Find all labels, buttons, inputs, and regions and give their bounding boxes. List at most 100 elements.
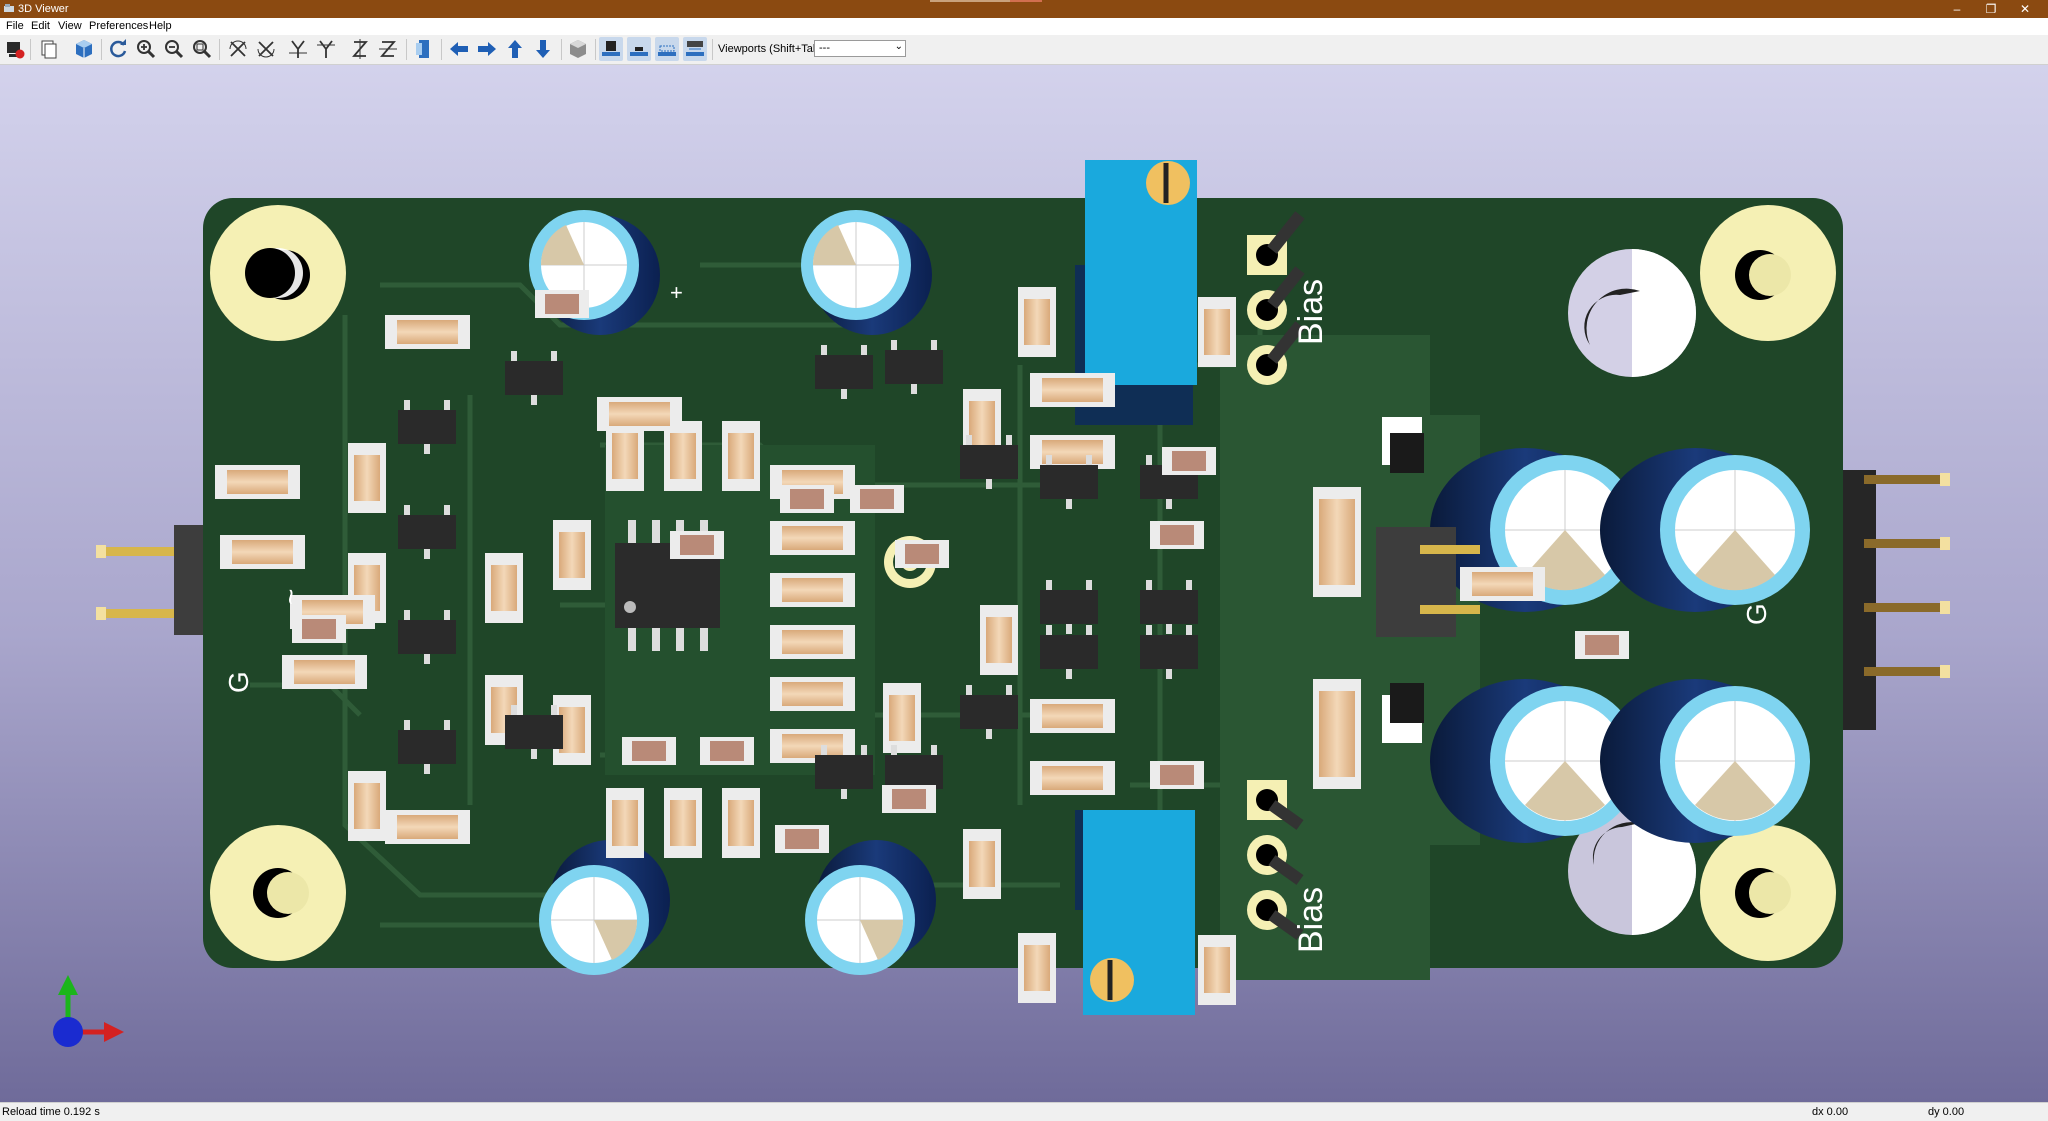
rotate-y-ccw-icon	[317, 40, 335, 58]
pan-up-icon	[508, 40, 522, 58]
sot23-transistor	[885, 745, 943, 799]
smd-resistor	[1030, 699, 1115, 733]
menu-file[interactable]: File	[6, 20, 24, 32]
smd-resistor	[553, 695, 591, 765]
show-tht-icon	[602, 41, 620, 56]
title-accent	[930, 0, 1010, 2]
reload-button[interactable]	[106, 37, 130, 61]
pan-up-button[interactable]	[503, 37, 527, 61]
app-icon	[4, 4, 14, 12]
smd-small-cap	[780, 485, 834, 513]
smd-resistor	[963, 829, 1001, 899]
smd-resistor	[348, 443, 386, 513]
render-raytrace-button[interactable]	[3, 37, 27, 61]
toolbar-separator	[712, 39, 713, 60]
3d-view-button[interactable]	[72, 37, 96, 61]
status-dy: dy 0.00	[1928, 1106, 1965, 1118]
sot23-transistor	[398, 400, 456, 454]
smd-resistor	[664, 788, 702, 858]
menu-edit[interactable]: Edit	[31, 20, 50, 32]
smd-resistor	[1030, 761, 1115, 795]
viewports-label: Viewports (Shift+Tab):	[718, 43, 826, 55]
smd-resistor	[722, 788, 760, 858]
show-smd-toggle[interactable]	[627, 37, 651, 61]
smd-small-cap	[1575, 631, 1629, 659]
maximize-button[interactable]: ❐	[1968, 0, 2014, 18]
sot23-transistor	[815, 345, 873, 399]
pan-right-button[interactable]	[475, 37, 499, 61]
smd-resistor	[553, 520, 591, 590]
smd-small-cap	[1150, 521, 1204, 549]
smd-resistor	[215, 465, 300, 499]
smd-resistor	[606, 421, 644, 491]
rotate-x-cw-button[interactable]	[226, 37, 250, 61]
smd-resistor	[1313, 487, 1361, 597]
3d-viewport[interactable]: Bias Bias G G ~ +	[0, 65, 2048, 1102]
smd-small-cap	[895, 540, 949, 568]
status-bar: Reload time 0.192 s dx 0.00 dy 0.00	[0, 1102, 2048, 1121]
rotate-z-cw-button[interactable]	[348, 37, 372, 61]
pan-down-button[interactable]	[531, 37, 555, 61]
show-not-in-posfile-toggle[interactable]	[683, 37, 707, 61]
close-button[interactable]: ✕	[2002, 0, 2048, 18]
smd-small-cap	[622, 737, 676, 765]
sot23-transistor	[505, 705, 563, 759]
zoom-out-button[interactable]	[162, 37, 186, 61]
zoom-in-button[interactable]	[134, 37, 158, 61]
smd-resistor	[770, 729, 855, 763]
pan-left-button[interactable]	[447, 37, 471, 61]
silk-label-bias-bottom: Bias	[1292, 887, 1330, 953]
close-icon: ✕	[2019, 2, 2031, 16]
smd-small-cap	[1150, 761, 1204, 789]
rotate-x-ccw-icon	[257, 41, 275, 58]
smd-resistor	[664, 421, 702, 491]
smd-resistor	[348, 771, 386, 841]
smd-resistor	[385, 810, 470, 844]
pan-down-icon	[536, 40, 550, 58]
ortho-toggle-icon	[570, 40, 586, 58]
zoom-in-icon	[137, 40, 156, 59]
smd-resistor	[1198, 935, 1236, 1005]
sot23-transistors	[398, 340, 1198, 799]
rotate-y-cw-button[interactable]	[286, 37, 310, 61]
bias-headers	[1247, 211, 1305, 940]
smd-resistor	[385, 315, 470, 349]
show-virtual-toggle[interactable]	[655, 37, 679, 61]
ortho-toggle-button[interactable]	[566, 37, 590, 61]
menu-preferences[interactable]: Preferences	[89, 20, 149, 32]
zoom-fit-icon	[193, 40, 212, 59]
sot23-transistor	[885, 340, 943, 394]
show-tht-toggle[interactable]	[599, 37, 623, 61]
smd-resistor	[1460, 567, 1545, 601]
toolbar-separator	[101, 39, 102, 60]
smd-resistor	[770, 573, 855, 607]
silk-label-plus: +	[670, 280, 683, 305]
menu-view[interactable]: View	[58, 20, 82, 32]
rotate-z-ccw-button[interactable]	[376, 37, 400, 61]
rotate-y-ccw-button[interactable]	[314, 37, 338, 61]
rotate-x-ccw-button[interactable]	[254, 37, 278, 61]
title-bar: 3D Viewer – ❐ ✕	[0, 0, 2048, 18]
copy-to-clipboard-button[interactable]	[37, 37, 61, 61]
reload-icon	[110, 39, 127, 58]
silk-label-bias-top: Bias	[1292, 279, 1330, 345]
toolbar-separator	[30, 39, 31, 60]
toolbar-separator	[219, 39, 220, 60]
sot23-transistor	[505, 351, 563, 405]
sot23-transistor	[960, 685, 1018, 739]
sot23-transistor	[960, 435, 1018, 489]
viewports-select[interactable]: --- ⌄	[814, 40, 906, 57]
menu-help[interactable]: Help	[149, 20, 172, 32]
smd-resistor	[282, 655, 367, 689]
smd-resistor	[770, 677, 855, 711]
smd-small-cap	[850, 485, 904, 513]
flip-board-button[interactable]	[412, 37, 436, 61]
zoom-fit-button[interactable]	[190, 37, 214, 61]
minimize-button[interactable]: –	[1934, 0, 1980, 18]
toolbar-separator	[441, 39, 442, 60]
center-connector	[1376, 417, 1480, 743]
copy-to-clipboard-icon	[41, 40, 57, 59]
sot23-transistor	[1040, 625, 1098, 679]
rotate-z-cw-icon	[352, 39, 368, 59]
smd-resistor	[1030, 373, 1115, 407]
